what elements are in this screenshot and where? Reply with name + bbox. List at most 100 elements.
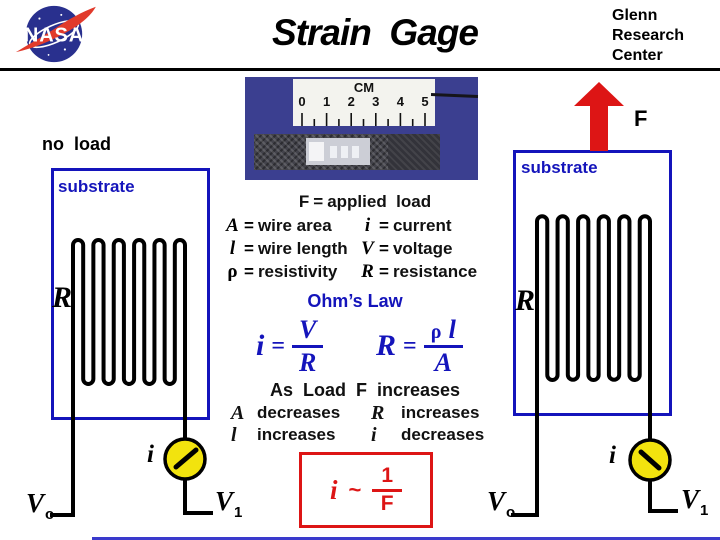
equals-sign: = bbox=[271, 332, 286, 359]
definition-symbol: R bbox=[361, 261, 374, 282]
rho-symbol: ρ bbox=[430, 321, 442, 343]
org-line: Research bbox=[612, 27, 685, 44]
definition-text: voltage bbox=[392, 239, 453, 258]
ohms-law-title: Ohm’s Law bbox=[307, 291, 403, 311]
gage-clamp bbox=[388, 134, 440, 170]
equals-sign: = bbox=[244, 239, 254, 258]
definition-symbol: ρ bbox=[227, 261, 238, 282]
definition-text: resistivity bbox=[257, 262, 338, 281]
page-title: Strain Gage bbox=[272, 12, 479, 53]
substrate-label-right: substrate bbox=[521, 158, 598, 177]
effect-word: decreases bbox=[401, 425, 485, 444]
effect-symbol: l bbox=[231, 424, 237, 446]
load-effects-title: As Load F increases bbox=[269, 380, 461, 400]
ammeter-right bbox=[628, 438, 672, 482]
force-definition-text: applied load bbox=[327, 192, 432, 211]
resistance-symbol-right: R bbox=[515, 284, 536, 317]
definition-symbol: V bbox=[361, 238, 374, 259]
equals-sign: = bbox=[244, 216, 254, 235]
org-line: Glenn bbox=[612, 7, 658, 24]
ruler-number: 0 bbox=[298, 94, 306, 109]
nasa-logo-text: NASA bbox=[24, 24, 84, 46]
definition-row: i =current bbox=[360, 215, 477, 238]
definition-row: l=wire length bbox=[225, 238, 348, 261]
wire-v0-right bbox=[511, 413, 539, 517]
definition-row: V =voltage bbox=[360, 238, 477, 261]
force-arrow-icon bbox=[574, 82, 624, 151]
definition-symbol: i bbox=[364, 215, 371, 236]
equals-sign: = bbox=[313, 192, 324, 211]
gage-element bbox=[352, 146, 359, 158]
ruler-number: 4 bbox=[396, 94, 405, 109]
v0-sub: o bbox=[506, 504, 516, 521]
ruler-number: 2 bbox=[347, 94, 355, 109]
wire-v1-right bbox=[648, 479, 678, 513]
equals-sign: = bbox=[379, 239, 389, 258]
definition-text: wire area bbox=[257, 216, 332, 235]
v0-base: V bbox=[26, 488, 45, 518]
equation-lhs: R bbox=[376, 329, 397, 363]
resistance-symbol-left: R bbox=[52, 281, 73, 314]
ohms-law-equation-current: i = V R bbox=[256, 316, 324, 378]
result-box: i ~ 1 F bbox=[299, 452, 433, 528]
effect-word: increases bbox=[401, 403, 480, 422]
v1-sub: 1 bbox=[700, 502, 709, 519]
length-symbol: l bbox=[448, 315, 456, 344]
effect-symbol: A bbox=[231, 402, 245, 424]
gage-element bbox=[309, 142, 324, 161]
wire-v1-left bbox=[183, 478, 213, 515]
ruler-number: 1 bbox=[322, 94, 331, 109]
fraction: ρ l A bbox=[423, 315, 463, 378]
v1-base: V bbox=[215, 486, 234, 516]
effect-symbol: R bbox=[371, 402, 385, 424]
nasa-logo-icon: NASA bbox=[8, 4, 100, 64]
header-divider bbox=[0, 68, 720, 71]
fraction-denominator: A bbox=[434, 348, 452, 378]
substrate-box-right bbox=[513, 150, 672, 416]
current-symbol-left: i bbox=[147, 441, 154, 468]
ruler-unit-label: CM bbox=[353, 80, 375, 95]
definition-symbol: l bbox=[229, 238, 236, 259]
definition-symbol: A bbox=[226, 215, 239, 236]
effect-symbol: i bbox=[371, 424, 377, 446]
fraction: V R bbox=[292, 316, 324, 378]
gage-element bbox=[341, 146, 348, 158]
ammeter-needle-right bbox=[638, 449, 662, 471]
ammeter-needle-left bbox=[173, 447, 199, 470]
force-definition-symbol: F bbox=[298, 192, 310, 211]
substrate-label-left: substrate bbox=[58, 177, 135, 196]
ruler: CM 0 1 2 3 4 5 bbox=[293, 79, 435, 126]
v1-sub: 1 bbox=[234, 504, 243, 521]
ruler-tick-marks bbox=[301, 113, 426, 126]
lead-wire bbox=[430, 92, 479, 99]
v1-terminal-right: V1 bbox=[681, 484, 708, 519]
definition-text: resistance bbox=[392, 262, 478, 281]
v1-terminal-left: V1 bbox=[215, 486, 242, 521]
equals-sign: = bbox=[379, 216, 389, 235]
fraction-denominator: R bbox=[299, 348, 317, 378]
definitions-left-column: A=wire area l=wire length ρ=resistivity bbox=[225, 215, 348, 284]
org-line: Center bbox=[612, 47, 663, 64]
effect-word: increases bbox=[257, 425, 336, 444]
equals-sign: = bbox=[244, 262, 254, 281]
equals-sign: = bbox=[379, 262, 389, 281]
effect-word: decreases bbox=[257, 403, 341, 422]
definition-row: A =wire area bbox=[225, 215, 348, 238]
current-symbol-right: i bbox=[609, 442, 616, 469]
gage-element bbox=[330, 146, 337, 158]
definitions-right-column: i=current V=voltage R=resistance bbox=[360, 215, 477, 284]
result-denominator: F bbox=[380, 492, 394, 515]
force-definition: F=applied load bbox=[240, 192, 490, 212]
no-load-label: no load bbox=[42, 134, 111, 154]
strain-gage-photo: CM 0 1 2 3 4 5 bbox=[245, 77, 479, 180]
ruler-number: 5 bbox=[421, 94, 429, 109]
ohms-law-equation-resistance: R = ρ l A bbox=[376, 316, 463, 377]
gage-element-window bbox=[306, 138, 370, 165]
v1-base: V bbox=[681, 484, 700, 514]
v0-terminal-right: Vo bbox=[487, 486, 515, 521]
fraction-numerator: ρ l bbox=[423, 315, 463, 349]
gage-strip bbox=[254, 134, 440, 170]
definition-text: current bbox=[392, 216, 452, 235]
ruler-number: 3 bbox=[372, 94, 380, 109]
